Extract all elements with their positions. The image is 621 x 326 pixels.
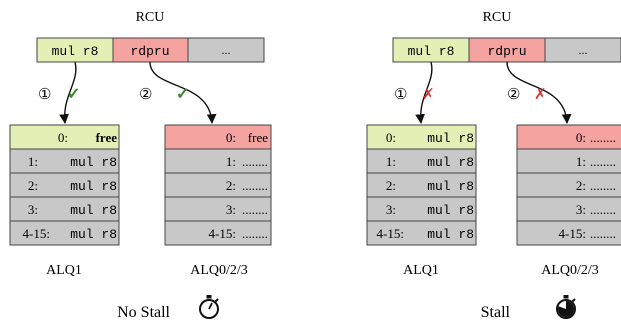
queue-value: ........	[590, 130, 616, 145]
queue-row	[366, 172, 477, 198]
queue-row	[164, 172, 272, 198]
alq1-queue: 0: mul r8 1: mul r8 2: mul r8 3: mul r8 …	[366, 124, 477, 246]
queue-index: 3:	[576, 202, 586, 217]
rcu-row: mul r8 rdpru ...	[36, 37, 265, 63]
queue-row	[9, 196, 120, 222]
queue-index: 2:	[226, 178, 236, 193]
rcu-cell-mul	[36, 37, 114, 63]
cross-icon: ✗	[534, 87, 547, 103]
queue-value: ........	[590, 202, 616, 217]
queue-index: 0:	[58, 130, 68, 145]
rcu-cell-more-label: ...	[579, 43, 588, 57]
stopwatch-filled-icon	[556, 295, 576, 319]
queue-name-alq1: ALQ1	[46, 263, 82, 278]
queue-row	[516, 220, 621, 246]
queue-row	[164, 196, 272, 222]
queue-row	[9, 172, 120, 198]
check-icon: ✓	[176, 86, 189, 103]
rcu-cell-mul-label: mul r8	[52, 44, 99, 59]
status-label: Stall	[481, 304, 511, 321]
queue-value: ........	[590, 154, 616, 169]
queue-index: 4-15:	[23, 226, 50, 241]
panel-no-stall: RCU mul r8 rdpru ... ① ② ✓ ✓ 0: free 1: …	[9, 10, 272, 321]
queue-index: 3:	[386, 202, 396, 217]
arrow-label-1: ①	[394, 87, 407, 103]
alq023-queue: 0: free 1: ........ 2: ........ 3: .....…	[164, 124, 272, 246]
queue-index: 4-15:	[209, 226, 236, 241]
rcu-title: RCU	[483, 10, 512, 25]
queue-row	[9, 148, 120, 174]
rcu-cell-more	[544, 37, 621, 63]
queue-name-alq023: ALQ0/2/3	[190, 263, 248, 278]
queue-index: 0:	[226, 130, 236, 145]
queue-name-alq1: ALQ1	[403, 263, 439, 278]
queue-value: ........	[590, 226, 616, 241]
queue-name-alq023: ALQ0/2/3	[541, 263, 599, 278]
queue-row	[366, 124, 477, 150]
arrow-label-2: ②	[139, 87, 152, 103]
alq023-queue: 0: ........ 1: ........ 2: ........ 3: .…	[516, 124, 621, 246]
queue-index: 0:	[386, 130, 396, 145]
queue-value: mul r8	[70, 227, 117, 242]
queue-index: 1:	[576, 154, 586, 169]
queue-value: ........	[242, 226, 268, 241]
queue-index: 1:	[226, 154, 236, 169]
queue-value: ........	[242, 202, 268, 217]
queue-value: ........	[242, 154, 268, 169]
dispatch-arrow-1	[59, 61, 77, 124]
status-label: No Stall	[117, 304, 170, 321]
dispatch-arrow-2	[149, 61, 217, 124]
queue-index: 2:	[28, 178, 38, 193]
rcu-cell-rdpru-label: rdpru	[487, 44, 526, 59]
queue-value: mul r8	[427, 203, 474, 218]
arrow-label-1: ①	[38, 87, 51, 103]
queue-value: ........	[590, 178, 616, 193]
check-icon: ✓	[67, 86, 80, 103]
queue-value: ........	[242, 178, 268, 193]
queue-value: mul r8	[427, 227, 474, 242]
panel-stall: RCU mul r8 rdpru ... ① ② ✗ ✗ 0: mul r8 1…	[366, 10, 621, 321]
queue-index: 2:	[576, 178, 586, 193]
queue-index: 4-15:	[559, 226, 586, 241]
queue-value: mul r8	[70, 155, 117, 170]
queue-value: mul r8	[427, 179, 474, 194]
cross-icon: ✗	[422, 87, 435, 103]
queue-row	[366, 220, 477, 246]
queue-index: 0:	[576, 130, 586, 145]
queue-row	[366, 148, 477, 174]
queue-index: 3:	[226, 202, 236, 217]
queue-row	[516, 148, 621, 174]
arrow-label-2: ②	[507, 87, 520, 103]
rcu-row: mul r8 rdpru ...	[392, 37, 621, 63]
queue-row	[164, 220, 272, 246]
queue-row	[366, 196, 477, 222]
queue-index: 1:	[28, 154, 38, 169]
rcu-cell-more-label: ...	[222, 43, 231, 57]
queue-value: mul r8	[70, 179, 117, 194]
queue-row	[516, 124, 621, 150]
dispatch-arrow-2	[506, 61, 572, 124]
rcu-cell-more	[187, 37, 265, 63]
queue-row	[9, 220, 120, 246]
queue-row	[9, 124, 120, 150]
queue-value: free	[96, 130, 118, 145]
queue-value: free	[248, 130, 268, 145]
queue-index: 4-15:	[377, 226, 404, 241]
queue-value: mul r8	[427, 131, 474, 146]
queue-index: 2:	[386, 178, 396, 193]
rcu-cell-mul-label: mul r8	[408, 44, 455, 59]
queue-index: 1:	[386, 154, 396, 169]
queue-index: 3:	[28, 202, 38, 217]
rcu-cell-rdpru-label: rdpru	[130, 44, 169, 59]
dispatch-arrow-1	[415, 61, 433, 124]
stopwatch-icon	[199, 295, 219, 319]
queue-row	[516, 172, 621, 198]
rcu-title: RCU	[136, 10, 165, 25]
alq1-queue: 0: free 1: mul r8 2: mul r8 3: mul r8 4-…	[9, 124, 120, 246]
queue-value: mul r8	[70, 203, 117, 218]
rcu-cell-rdpru	[112, 37, 189, 63]
queue-value: mul r8	[427, 155, 474, 170]
